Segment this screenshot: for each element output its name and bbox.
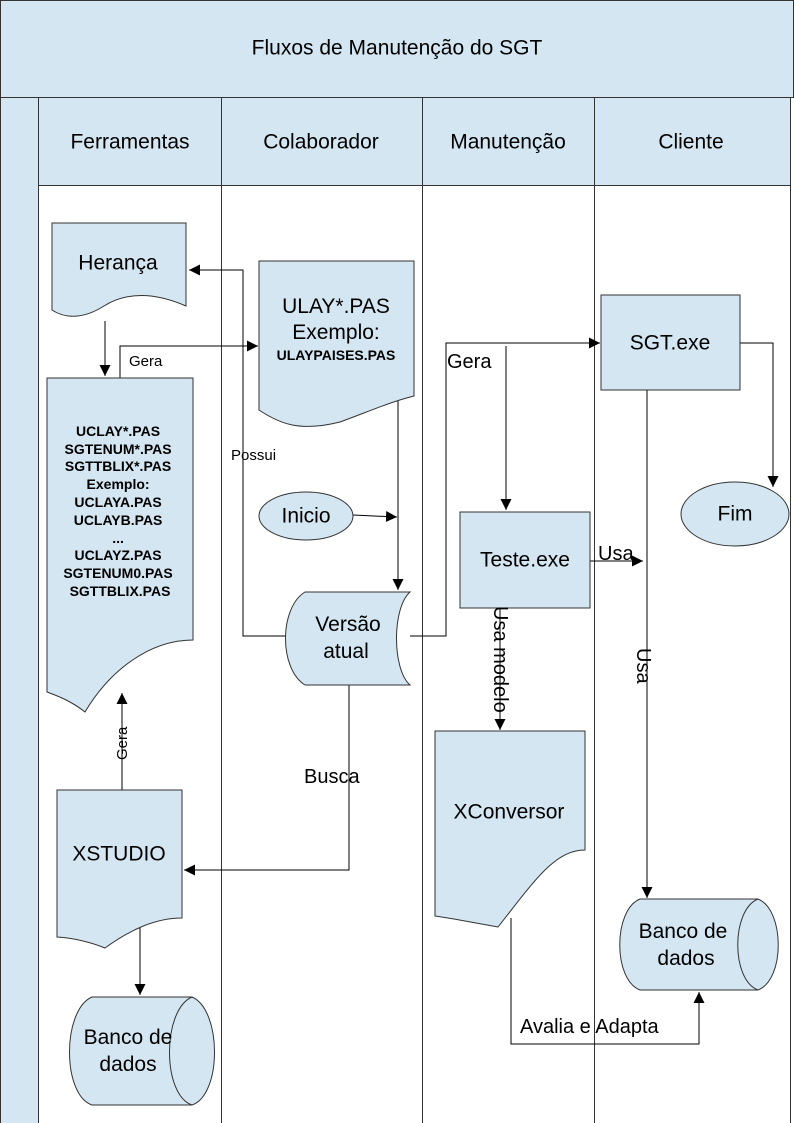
connectors	[99, 264, 779, 1045]
ulay-label-line3: ULAYPAISES.PAS	[277, 347, 396, 363]
arrow-versao-to-sgt	[410, 337, 600, 637]
heranca-label: Herança	[78, 252, 158, 275]
xstudio-document	[56, 789, 183, 949]
banco-left-cylinder	[69, 996, 215, 1106]
edge-label-avalia: Avalia e Adapta	[520, 1016, 660, 1038]
sgt-exe-process	[600, 294, 741, 391]
lane-header-ferramentas	[38, 97, 222, 186]
ulay-label-line1: ULAY*.PAS	[282, 295, 390, 318]
teste-exe-label: Teste.exe	[480, 549, 570, 572]
uclay-line: SGTENUM*.PAS	[65, 441, 172, 457]
left-band	[0, 97, 39, 1123]
edge-label-usa-modelo: Usa modelo	[489, 606, 511, 713]
uclay-line: UCLAYB.PAS	[74, 512, 163, 528]
versao-storage	[285, 591, 412, 686]
lane-title-ferramentas: Ferramentas	[70, 131, 189, 154]
edge-label-gera-manut: Gera	[447, 351, 492, 373]
inicio-label: Inicio	[281, 505, 330, 528]
lane-title-manutencao: Manutenção	[450, 131, 566, 154]
arrow-sgt-to-fim	[740, 342, 779, 487]
arrow-versao-to-xstudio	[184, 685, 350, 876]
sgt-exe-label: SGT.exe	[630, 332, 711, 355]
uclay-document	[46, 377, 194, 713]
uclay-line: UCLAYA.PAS	[74, 494, 161, 510]
banco-left-cylinder-end	[169, 996, 193, 1106]
ulay-label-line2: Exemplo:	[292, 321, 380, 344]
ulay-document	[258, 260, 415, 427]
arrow-xconversor-to-banco	[510, 918, 705, 1045]
teste-exe-process	[459, 511, 591, 609]
arrow-versao-to-heranca	[189, 264, 289, 637]
edge-label-busca: Busca	[304, 766, 360, 788]
banco-left-label-line2: dados	[99, 1053, 156, 1076]
edge-label-gera-vertical: Gera	[114, 726, 131, 760]
edge-label-usa-v: Usa	[632, 648, 654, 684]
edge-label-gera-top: Gera	[129, 353, 163, 370]
versao-label-line2: atual	[323, 640, 369, 663]
banco-right-cylinder-end	[737, 898, 759, 991]
lane-header-cliente	[594, 97, 791, 186]
lane-header-manutencao	[422, 97, 595, 186]
uclay-line: UCLAYZ.PAS	[74, 547, 161, 563]
banco-right-cylinder	[619, 898, 779, 991]
fim-terminal	[680, 481, 790, 547]
arrow-uclay-to-ulay	[119, 340, 258, 378]
arrow-inicio-to-line	[352, 511, 398, 522]
uclay-line: SGTTBLIX.PAS	[70, 583, 171, 599]
versao-label-line1: Versão	[315, 613, 380, 636]
edge-label-possui: Possui	[231, 447, 276, 464]
uclay-line: Exemplo:	[87, 476, 150, 492]
heranca-document	[51, 222, 187, 317]
lane-title-colaborador: Colaborador	[263, 131, 379, 154]
uclay-line: SGTTBLIX*.PAS	[65, 458, 171, 474]
xstudio-label: XSTUDIO	[72, 843, 165, 866]
title-band	[0, 0, 794, 98]
banco-right-label-line2: dados	[657, 947, 714, 970]
lane-title-cliente: Cliente	[658, 131, 723, 154]
banco-left-label-line1: Banco de	[84, 1026, 173, 1049]
uclay-line: UCLAY*.PAS	[76, 423, 160, 439]
uclay-line: SGTENUM0.PAS	[63, 565, 172, 581]
edge-label-usa-h: Usa	[598, 543, 634, 565]
xconversor-label: XConversor	[454, 801, 565, 824]
uclay-label: UCLAY*.PAS SGTENUM*.PAS SGTTBLIX*.PAS Ex…	[63, 423, 176, 599]
fim-label: Fim	[718, 503, 753, 526]
lane-header-colaborador	[221, 97, 423, 186]
banco-right-label-line1: Banco de	[639, 920, 728, 943]
xconversor-document	[434, 730, 586, 928]
inicio-terminal	[258, 491, 354, 541]
uclay-line: ...	[112, 530, 124, 546]
diagram-title: Fluxos de Manutenção do SGT	[252, 37, 543, 60]
